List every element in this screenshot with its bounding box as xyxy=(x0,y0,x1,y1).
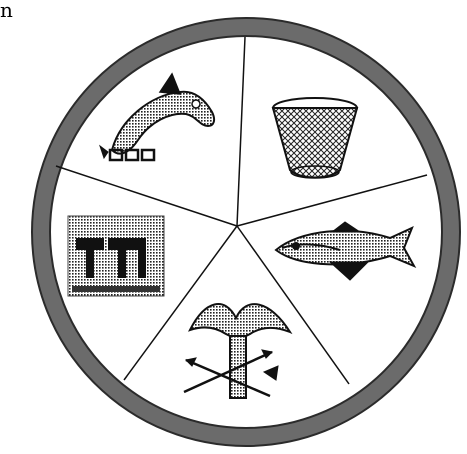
woven-pattern-icon xyxy=(68,216,164,296)
woven-basket-icon xyxy=(273,98,357,178)
salmon-fish-icon xyxy=(276,222,414,280)
orca-whale-icon xyxy=(100,74,214,160)
eagle-totem-icon xyxy=(184,304,290,398)
